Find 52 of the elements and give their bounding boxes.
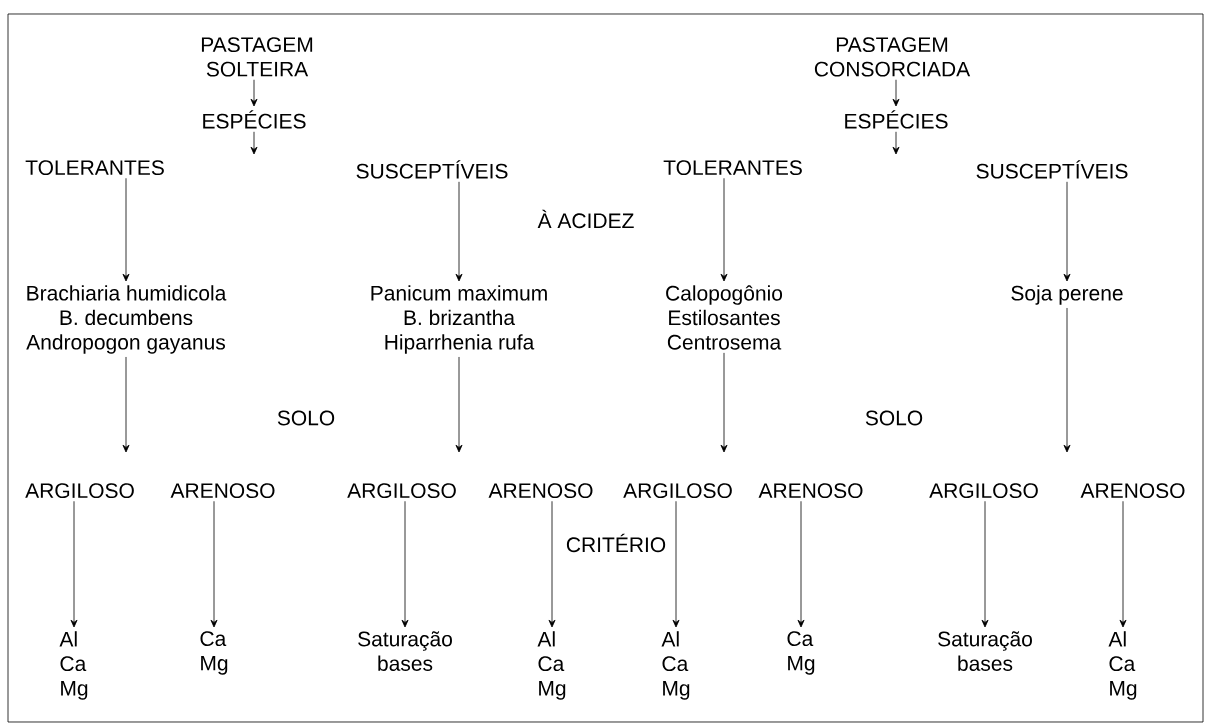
arrow — [1119, 500, 1127, 628]
arrow — [892, 79, 900, 107]
arrow — [797, 500, 805, 628]
category-text: SUSCEPTÍVEIS — [976, 160, 1128, 179]
soil-type-text: ARGILOSO — [347, 483, 456, 499]
species-list: Soja perene — [1011, 285, 1123, 305]
criterion-list: Al Ca Mg — [1108, 631, 1137, 700]
criterion-list: Al Ca Mg — [661, 631, 690, 700]
arrow — [455, 181, 463, 282]
category-text: TOLERANTES — [663, 160, 802, 176]
heading-text: ESPÉCIES — [203, 110, 306, 129]
heading-text: PASTAGEM CONSORCIADA — [814, 37, 971, 77]
soil-type-text: ARGILOSO — [623, 483, 732, 499]
species-list: Calopogônio Estilosantes Centrosema — [666, 285, 783, 350]
soil-type-text: ARENOSO — [488, 483, 593, 499]
criterion-list: Al Ca Mg — [59, 631, 88, 700]
arrow — [70, 500, 78, 628]
heading-text: PASTAGEM SOLTEIRA — [201, 37, 313, 77]
arrow — [250, 79, 258, 107]
heading-text: ESPÉCIES — [845, 110, 948, 129]
section-label: SOLO — [865, 410, 923, 426]
criterion-list: Ca Mg — [787, 631, 815, 675]
species-list: Panicum maximum B. brizantha Hiparrhenia rufa — [371, 285, 547, 354]
criterion-list: Ca Mg — [200, 631, 228, 675]
section-label: À ACIDEZ — [537, 209, 634, 229]
arrow — [981, 500, 989, 628]
arrow — [210, 500, 218, 628]
species-list: Brachiaria humidicola B. decumbens Andropogon gayanus — [26, 285, 227, 354]
arrow — [672, 500, 680, 628]
arrow — [401, 500, 409, 628]
arrow — [720, 177, 728, 282]
section-label: CRITÉRIO — [566, 533, 666, 553]
category-text: TOLERANTES — [25, 160, 164, 176]
arrow — [122, 356, 130, 453]
soil-type-text: ARGILOSO — [25, 483, 134, 499]
arrow — [250, 131, 258, 155]
soil-type-text: ARENOSO — [758, 483, 863, 499]
arrow — [892, 131, 900, 155]
criterion-list: Al Ca Mg — [537, 631, 566, 700]
soil-type-text: ARGILOSO — [929, 483, 1038, 499]
criterion-list: Saturação bases — [938, 631, 1032, 671]
arrow — [1063, 181, 1071, 282]
arrow — [1063, 307, 1071, 453]
soil-type-text: ARENOSO — [170, 483, 275, 499]
arrow — [455, 356, 463, 453]
category-text: SUSCEPTÍVEIS — [356, 160, 508, 179]
arrow — [122, 177, 130, 282]
criterion-list: Saturação bases — [358, 631, 452, 671]
soil-type-text: ARENOSO — [1080, 483, 1185, 499]
section-label: SOLO — [277, 410, 335, 426]
arrow — [548, 500, 556, 628]
arrow — [720, 352, 728, 453]
